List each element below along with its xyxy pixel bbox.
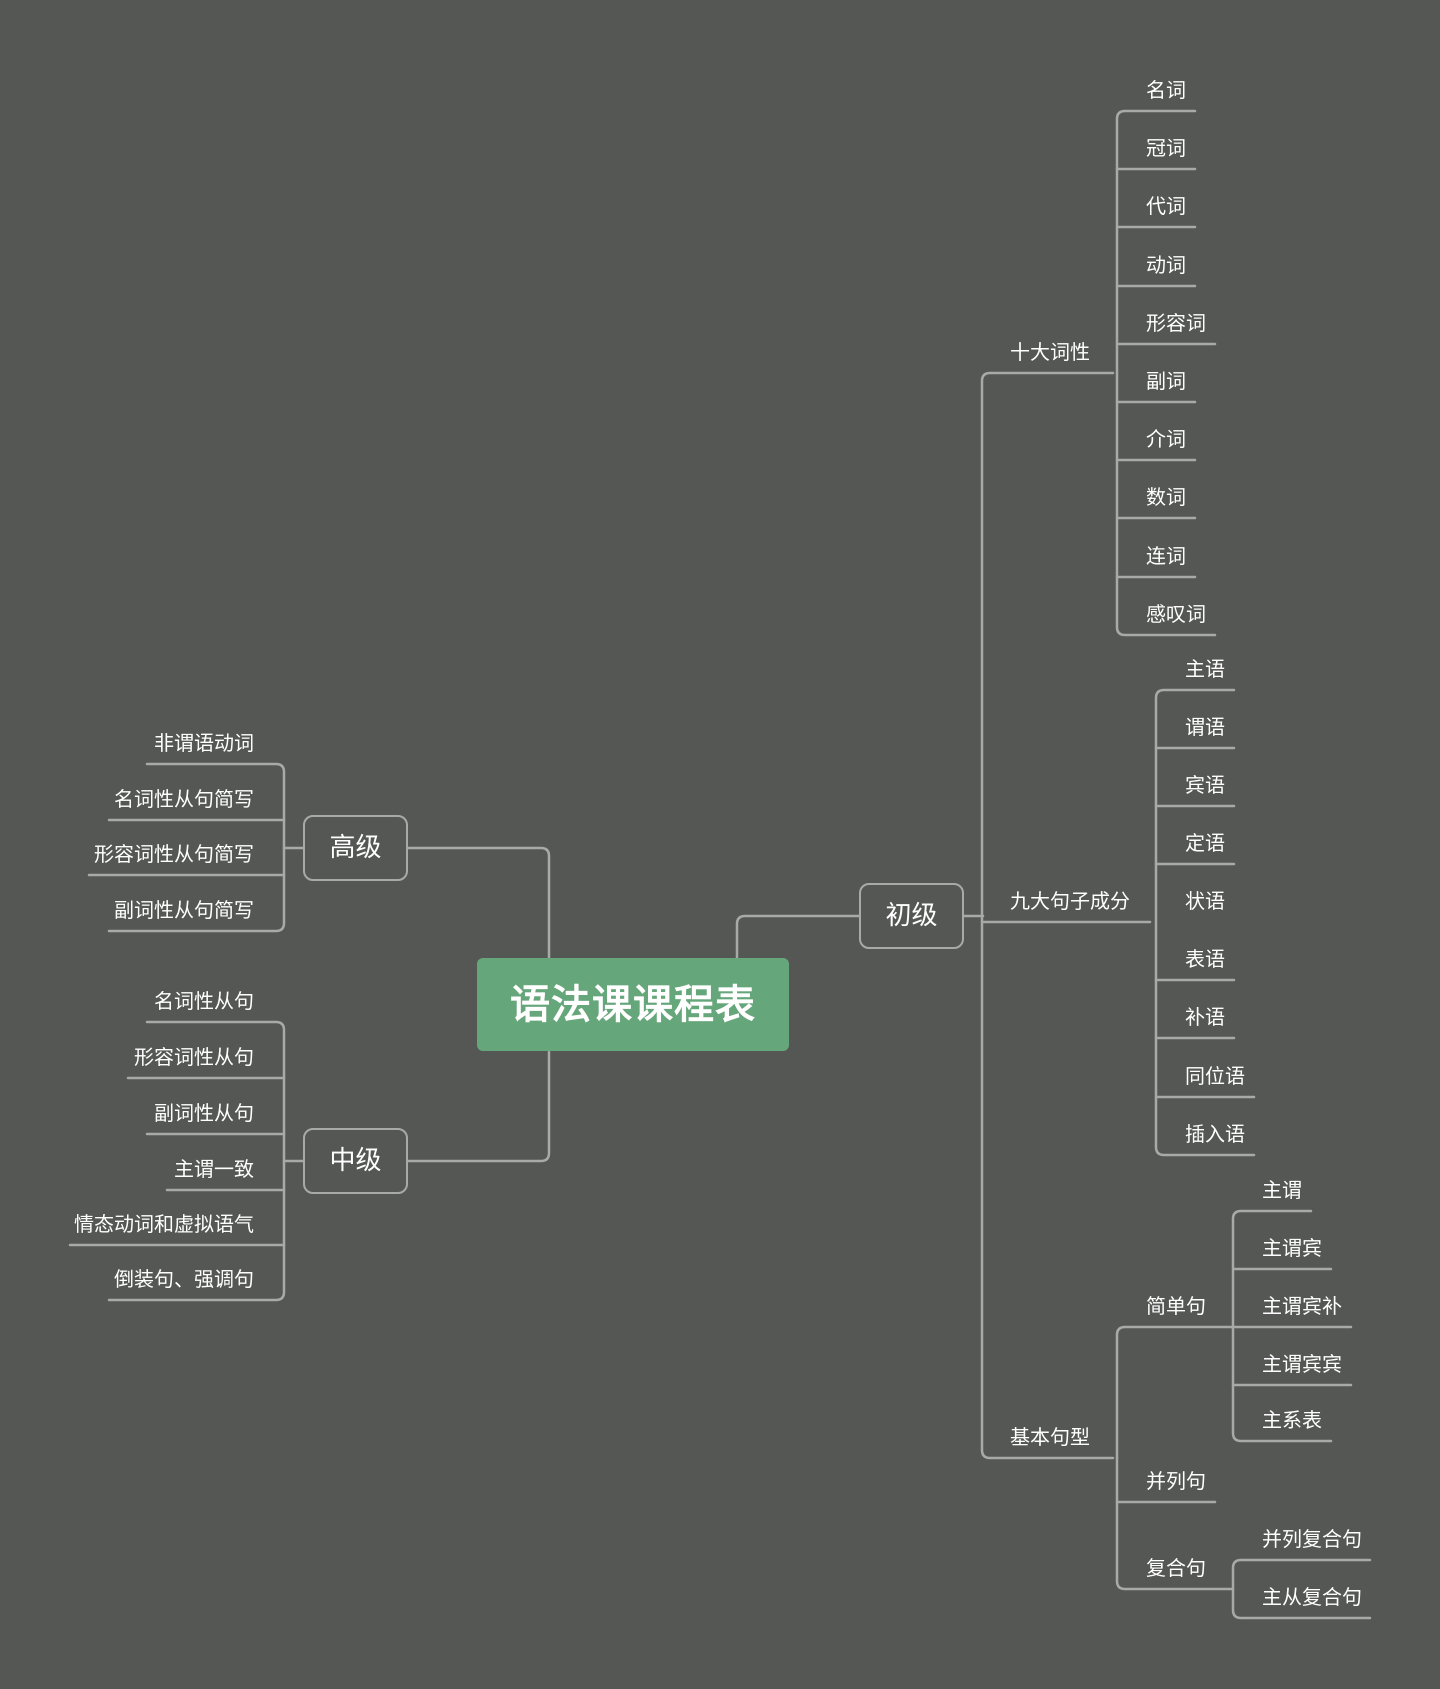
leaf-intermediate: 情态动词和虚拟语气	[74, 1212, 254, 1236]
leaf-simple-pattern: 主系表	[1262, 1408, 1322, 1432]
leaf-sentence-element: 谓语	[1185, 715, 1225, 739]
leaf-intermediate: 副词性从句	[154, 1101, 254, 1125]
leaf-simple-pattern: 主谓宾补	[1262, 1294, 1342, 1318]
leaf-advanced: 形容词性从句简写	[94, 842, 254, 866]
leaf-sentence-element: 宾语	[1185, 773, 1225, 797]
leaf-simple-pattern: 主谓宾宾	[1262, 1352, 1342, 1376]
branch-intermediate: 中级	[303, 1128, 408, 1194]
leaf-complex-type: 主从复合句	[1262, 1585, 1362, 1609]
leaf-intermediate: 主谓一致	[174, 1157, 254, 1181]
leaf-intermediate: 名词性从句	[154, 989, 254, 1013]
leaf-sentence-element: 补语	[1185, 1005, 1225, 1029]
leaf-sentence-element: 同位语	[1185, 1064, 1245, 1088]
branch-beginner: 初级	[859, 883, 964, 949]
leaf-word-class: 形容词	[1146, 311, 1206, 335]
topic-word-classes: 十大词性	[1010, 340, 1090, 364]
leaf-complex-type: 并列复合句	[1262, 1527, 1362, 1551]
leaf-word-class: 代词	[1146, 194, 1186, 218]
leaf-word-class: 冠词	[1146, 136, 1186, 160]
root-title: 语法课课程表	[477, 958, 789, 1051]
leaf-advanced: 副词性从句简写	[114, 898, 254, 922]
leaf-sentence-element: 主语	[1185, 657, 1225, 681]
leaf-intermediate: 倒装句、强调句	[114, 1267, 254, 1291]
leaf-sentence-element: 定语	[1185, 831, 1225, 855]
leaf-word-class: 名词	[1146, 78, 1186, 102]
leaf-sentence-element: 表语	[1185, 947, 1225, 971]
topic-sentence-patterns: 基本句型	[1010, 1425, 1090, 1449]
topic-compound-sentence: 并列句	[1146, 1469, 1206, 1493]
leaf-word-class: 感叹词	[1146, 602, 1206, 626]
branch-advanced: 高级	[303, 815, 408, 881]
topic-complex-sentence: 复合句	[1146, 1556, 1206, 1580]
topic-simple-sentence: 简单句	[1146, 1294, 1206, 1318]
leaf-word-class: 动词	[1146, 253, 1186, 277]
leaf-word-class: 介词	[1146, 427, 1186, 451]
leaf-simple-pattern: 主谓	[1262, 1178, 1302, 1202]
topic-sentence-elements: 九大句子成分	[1010, 889, 1130, 913]
leaf-word-class: 数词	[1146, 485, 1186, 509]
leaf-sentence-element: 插入语	[1185, 1122, 1245, 1146]
leaf-word-class: 副词	[1146, 369, 1186, 393]
leaf-word-class: 连词	[1146, 544, 1186, 568]
leaf-advanced: 名词性从句简写	[114, 787, 254, 811]
leaf-sentence-element: 状语	[1185, 889, 1225, 913]
leaf-simple-pattern: 主谓宾	[1262, 1236, 1322, 1260]
leaf-advanced: 非谓语动词	[154, 731, 254, 755]
leaf-intermediate: 形容词性从句	[134, 1045, 254, 1069]
